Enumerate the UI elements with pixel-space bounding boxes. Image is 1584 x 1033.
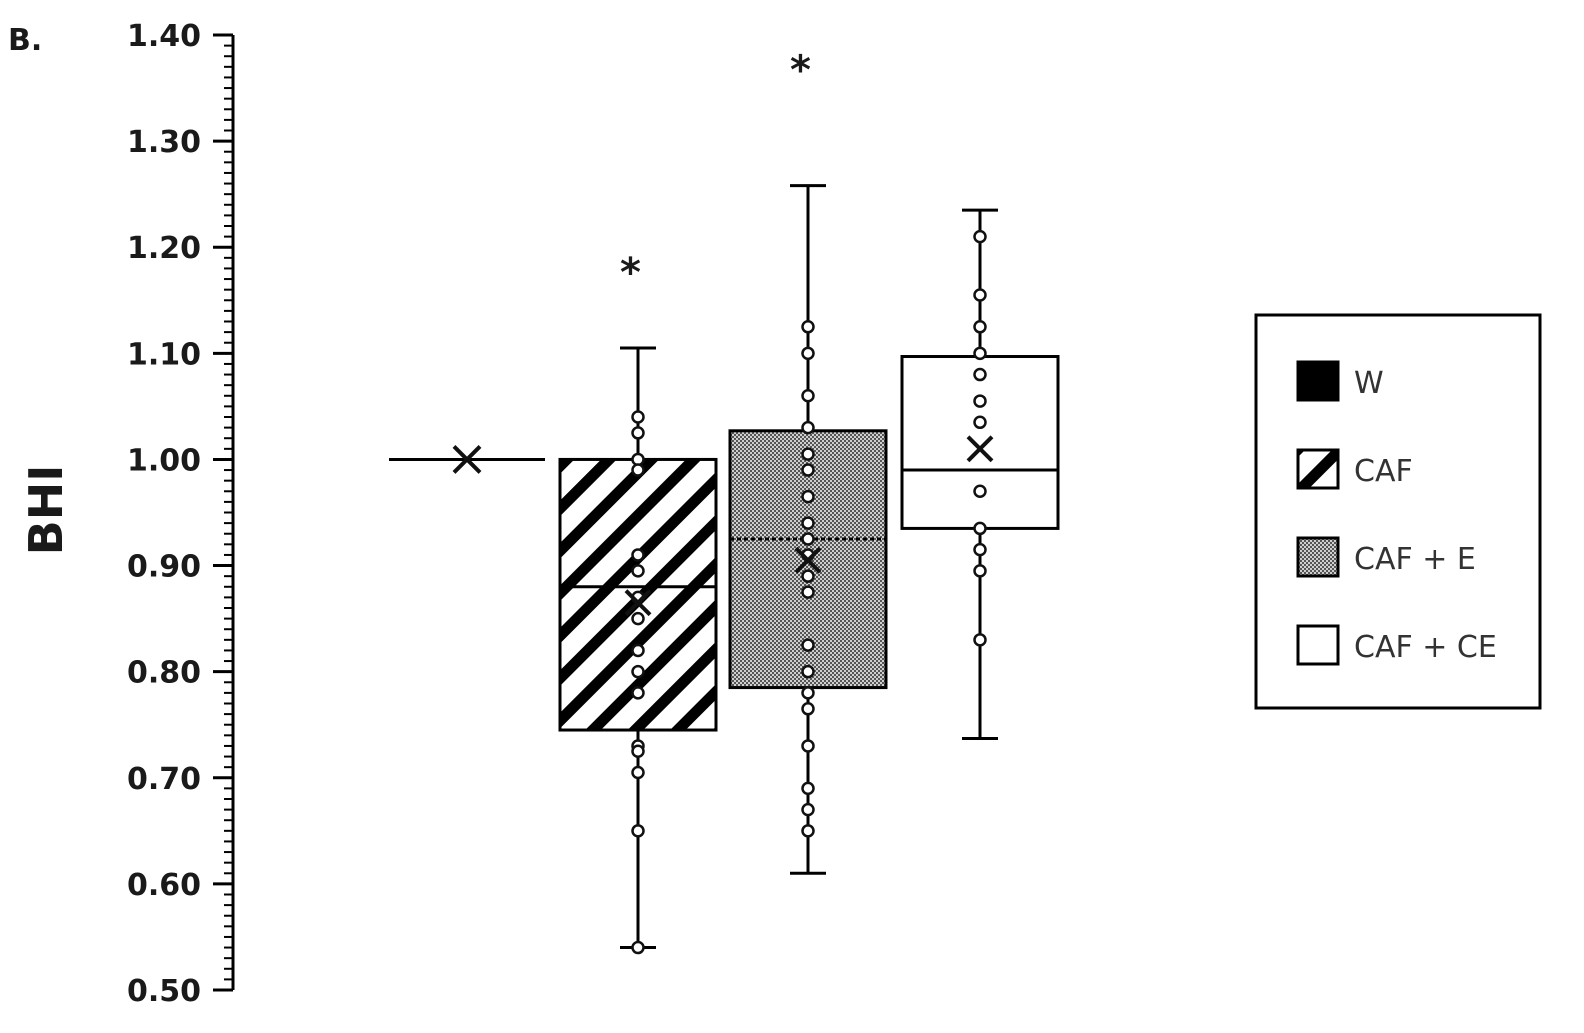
- legend-item-caf-ce: CAF + CE: [1296, 624, 1497, 666]
- data-point: [631, 410, 645, 424]
- data-point: [973, 320, 987, 334]
- y-axis: 0.50 0.60 0.70 0.80 0.90 1.00 1.10 1.20 1.30 1.40: [127, 19, 235, 1009]
- data-point: [973, 542, 987, 557]
- data-point: [973, 346, 987, 361]
- data-point: [801, 686, 815, 700]
- data-point: [973, 229, 987, 244]
- y-tick-label: 0.70: [127, 762, 201, 797]
- data-point: [801, 516, 815, 530]
- y-tick-label: 1.00: [127, 443, 201, 478]
- box-mean-marker: [624, 589, 652, 617]
- legend-label: CAF: [1354, 454, 1413, 489]
- data-point: [801, 346, 815, 361]
- data-point: [973, 288, 987, 302]
- data-point: [631, 744, 645, 758]
- legend-label: CAF + E: [1354, 542, 1476, 577]
- data-point: [631, 611, 645, 626]
- data-point: [801, 702, 815, 716]
- legend-item-caf: CAF: [1296, 448, 1413, 490]
- data-point: [801, 781, 815, 796]
- data-point: [801, 802, 815, 817]
- y-tick-label: 0.80: [127, 656, 201, 691]
- data-point: [801, 420, 815, 435]
- data-point: [631, 824, 645, 838]
- data-point: [973, 394, 987, 408]
- legend-label: W: [1354, 366, 1384, 401]
- data-point: [801, 463, 815, 477]
- data-point: [631, 940, 645, 955]
- data-point: [801, 447, 815, 461]
- legend-swatch: [1296, 448, 1340, 490]
- y-tick-label: 1.40: [127, 19, 201, 54]
- box-group-w: [389, 445, 545, 474]
- data-point: [801, 824, 815, 838]
- data-point: [801, 638, 815, 652]
- data-point: [801, 532, 815, 546]
- data-point: [973, 633, 987, 647]
- significance-marker: *: [620, 250, 641, 296]
- y-tick-label: 0.50: [127, 974, 201, 1009]
- legend: W CAF CAF + E CAF + CE: [1254, 313, 1542, 710]
- box-mean-marker: [452, 445, 482, 474]
- box-group-caf: *: [558, 250, 718, 955]
- data-point: [631, 426, 645, 440]
- y-tick-label: 1.20: [127, 231, 201, 266]
- data-point: [801, 664, 815, 679]
- box-mean-marker: [794, 546, 822, 574]
- y-tick-label: 1.10: [127, 337, 201, 372]
- box-iqr: [900, 355, 1060, 530]
- box-group-caf-e: *: [728, 48, 888, 875]
- data-point: [631, 452, 645, 467]
- box-mean-marker: [966, 435, 994, 463]
- y-tick-label: 1.30: [127, 125, 201, 160]
- data-point: [973, 521, 987, 536]
- data-point: [631, 643, 645, 658]
- box-series: **: [389, 48, 1060, 955]
- data-point: [801, 389, 815, 403]
- legend-swatch: [1296, 624, 1340, 666]
- data-point: [801, 569, 815, 583]
- data-point: [973, 564, 987, 578]
- legend-swatch: [1296, 536, 1340, 578]
- data-point: [631, 765, 645, 780]
- legend-item-caf-e: CAF + E: [1296, 536, 1476, 578]
- data-point: [631, 686, 645, 700]
- y-tick-label: 0.90: [127, 550, 201, 585]
- data-point: [801, 489, 815, 504]
- data-point: [631, 463, 645, 477]
- legend-label: CAF + CE: [1354, 630, 1497, 665]
- data-point: [801, 320, 815, 334]
- significance-marker: *: [790, 48, 811, 94]
- data-point: [631, 564, 645, 578]
- data-point: [801, 585, 815, 599]
- data-point: [801, 739, 815, 753]
- data-point: [973, 484, 987, 499]
- y-axis-title: BHI: [19, 465, 73, 556]
- data-point: [973, 367, 987, 382]
- legend-swatch: [1296, 360, 1340, 402]
- data-point: [631, 664, 645, 679]
- box-group-caf-ce: [900, 208, 1060, 741]
- legend-item-w: W: [1296, 360, 1384, 402]
- y-tick-label: 0.60: [127, 868, 201, 903]
- data-point: [631, 548, 645, 562]
- panel-label: B.: [8, 23, 42, 58]
- data-point: [973, 415, 987, 430]
